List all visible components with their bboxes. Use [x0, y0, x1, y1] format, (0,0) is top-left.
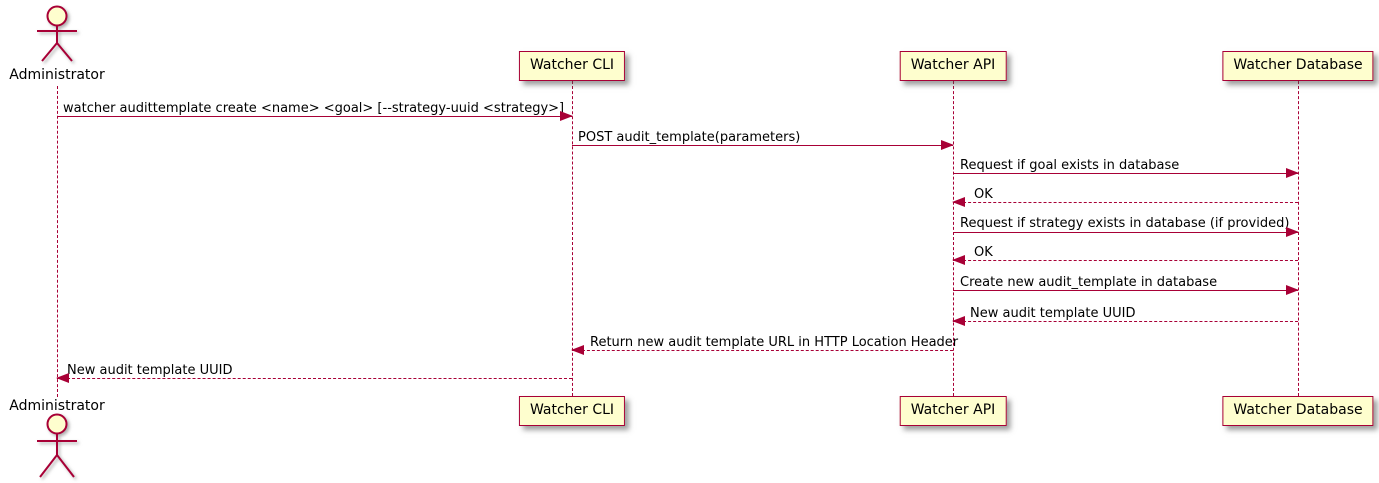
participant-watcher-api-top: Watcher API: [899, 51, 1007, 81]
participant-watcher-api-bottom: Watcher API: [899, 396, 1007, 426]
lifeline-administrator: [57, 86, 58, 397]
participant-administrator-top: Administrator: [9, 67, 105, 83]
message-arrow: [952, 197, 1298, 207]
participant-administrator-bottom: Administrator: [9, 398, 105, 414]
participant-watcher-cli-bottom: Watcher CLI: [518, 396, 626, 426]
message-label: Request if goal exists in database: [960, 158, 1180, 173]
arrowhead-icon: [1286, 227, 1299, 237]
message-arrow: [56, 373, 572, 383]
message-arrow: [953, 168, 1299, 178]
message-label: OK: [974, 187, 993, 202]
message-label: POST audit_template(parameters): [578, 130, 801, 145]
administrator-actor-icon: [37, 413, 77, 478]
participant-watcher-cli-top: Watcher CLI: [518, 51, 626, 81]
arrowhead-icon: [571, 345, 584, 355]
lifeline-watcher-cli: [572, 81, 573, 396]
message-arrow: [571, 345, 953, 355]
participant-watcher-database-top: Watcher Database: [1222, 51, 1374, 81]
arrowhead-icon: [1286, 285, 1299, 295]
message-arrow: [572, 140, 954, 150]
message-label: Request if strategy exists in database (…: [960, 216, 1290, 231]
participant-watcher-database-bottom: Watcher Database: [1222, 396, 1374, 426]
message-label: New audit template UUID: [67, 363, 233, 378]
message-label: watcher audittemplate create <name> <goa…: [63, 101, 565, 116]
lifeline-watcher-api: [953, 81, 954, 396]
message-arrow: [57, 111, 573, 121]
message-label: OK: [974, 245, 993, 260]
message-label: Return new audit template URL in HTTP Lo…: [590, 335, 959, 350]
arrowhead-icon: [952, 316, 965, 326]
administrator-actor-icon: [37, 5, 77, 62]
message-arrow: [953, 227, 1299, 237]
arrowhead-icon: [56, 373, 69, 383]
message-arrow: [952, 316, 1298, 326]
message-arrow: [953, 285, 1299, 295]
message-label: Create new audit_template in database: [960, 275, 1218, 290]
arrowhead-icon: [560, 111, 573, 121]
arrowhead-icon: [1286, 168, 1299, 178]
message-arrow: [952, 255, 1298, 265]
arrowhead-icon: [952, 255, 965, 265]
lifeline-watcher-database: [1298, 81, 1299, 396]
message-label: New audit template UUID: [970, 306, 1136, 321]
arrowhead-icon: [941, 140, 954, 150]
arrowhead-icon: [952, 197, 965, 207]
